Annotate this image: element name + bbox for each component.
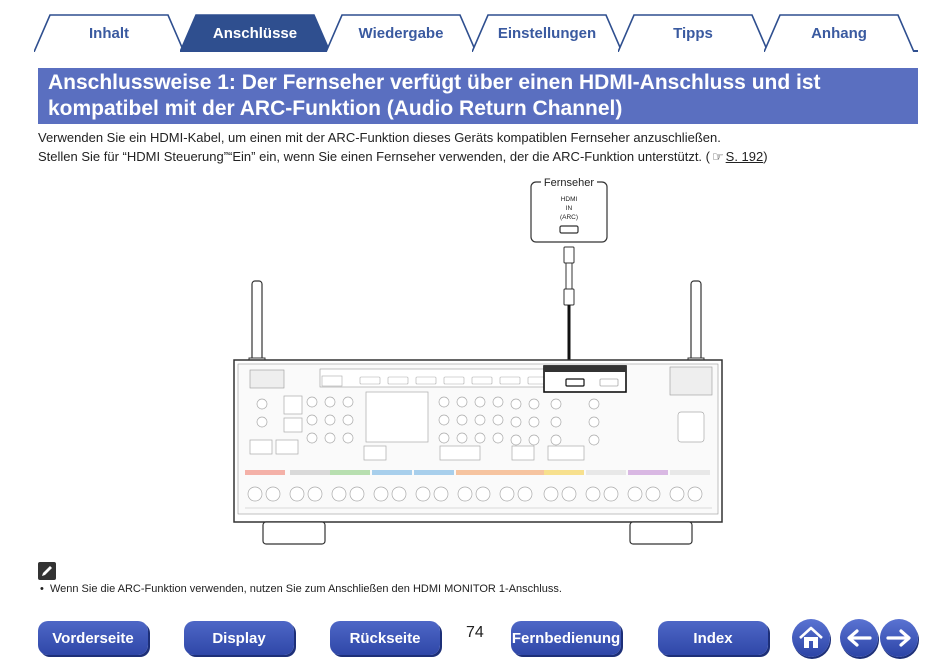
tab-anhang[interactable]: Anhang	[764, 14, 914, 52]
tab-tipps-label: Tipps	[673, 24, 713, 42]
hint-text: Stellen Sie für “HDMI Steuerung”“Ein” ei…	[38, 149, 710, 164]
tab-bar: Inhalt Anschlüsse Wiedergabe Einstellung…	[0, 0, 950, 56]
page-link-192[interactable]: S. 192	[725, 149, 764, 164]
tab-inhalt[interactable]: Inhalt	[34, 14, 184, 52]
fernbedienung-button[interactable]: Fernbedienung	[511, 621, 621, 655]
tab-wiedergabe[interactable]: Wiedergabe	[326, 14, 476, 52]
antenna-left	[248, 280, 266, 369]
page-title: Anschlussweise 1: Der Fernseher verfügt …	[38, 68, 918, 124]
page-number: 74	[466, 624, 484, 641]
arrow-left-icon	[847, 629, 872, 647]
av-receiver-rear-panel	[233, 359, 723, 545]
page-title-line1: Anschlussweise 1: Der Fernseher verfügt …	[48, 71, 821, 94]
forward-button[interactable]	[880, 619, 918, 657]
tv-port-line3: (ARC)	[560, 214, 578, 221]
tv-hdmi-port-icon	[559, 225, 579, 234]
antenna-right	[687, 280, 705, 369]
page-title-line2: kompatibel mit der ARC-Funktion (Audio R…	[48, 97, 623, 120]
vorderseite-button[interactable]: Vorderseite	[38, 621, 148, 655]
tv-port-line2: IN	[566, 205, 573, 212]
back-button[interactable]	[840, 619, 878, 657]
tab-anhang-label: Anhang	[811, 24, 867, 42]
tab-anschluesse[interactable]: Anschlüsse	[180, 14, 330, 52]
tv-box: Fernseher HDMI IN (ARC)	[530, 176, 608, 243]
tab-tipps[interactable]: Tipps	[618, 14, 768, 52]
tab-wiedergabe-label: Wiedergabe	[358, 24, 444, 42]
display-button[interactable]: Display	[184, 621, 294, 655]
note-text: Wenn Sie die ARC-Funktion verwenden, nut…	[49, 583, 562, 595]
hint-text-end: )	[763, 149, 768, 164]
arrow-right-icon	[886, 629, 911, 647]
bullet: •	[40, 583, 50, 595]
home-button[interactable]	[792, 619, 830, 657]
tv-port-line1: HDMI	[561, 196, 578, 203]
note-item: • Wenn Sie die ARC-Funktion verwenden, n…	[40, 583, 562, 595]
tab-einstellungen[interactable]: Einstellungen	[472, 14, 622, 52]
tab-inhalt-label: Inhalt	[89, 24, 129, 42]
pointing-hand-icon: ☞	[712, 149, 724, 164]
pencil-note-icon	[38, 562, 56, 580]
tab-einstellungen-label: Einstellungen	[497, 24, 597, 42]
hint-paragraph: Stellen Sie für “HDMI Steuerung”“Ein” ei…	[38, 149, 768, 165]
home-icon	[799, 626, 823, 648]
index-button[interactable]: Index	[658, 621, 768, 655]
rueckseite-button[interactable]: Rückseite	[330, 621, 440, 655]
tv-label: Fernseher	[544, 177, 594, 189]
tab-anschluesse-label: Anschlüsse	[212, 24, 298, 42]
intro-paragraph: Verwenden Sie ein HDMI-Kabel, um einen m…	[38, 130, 721, 145]
